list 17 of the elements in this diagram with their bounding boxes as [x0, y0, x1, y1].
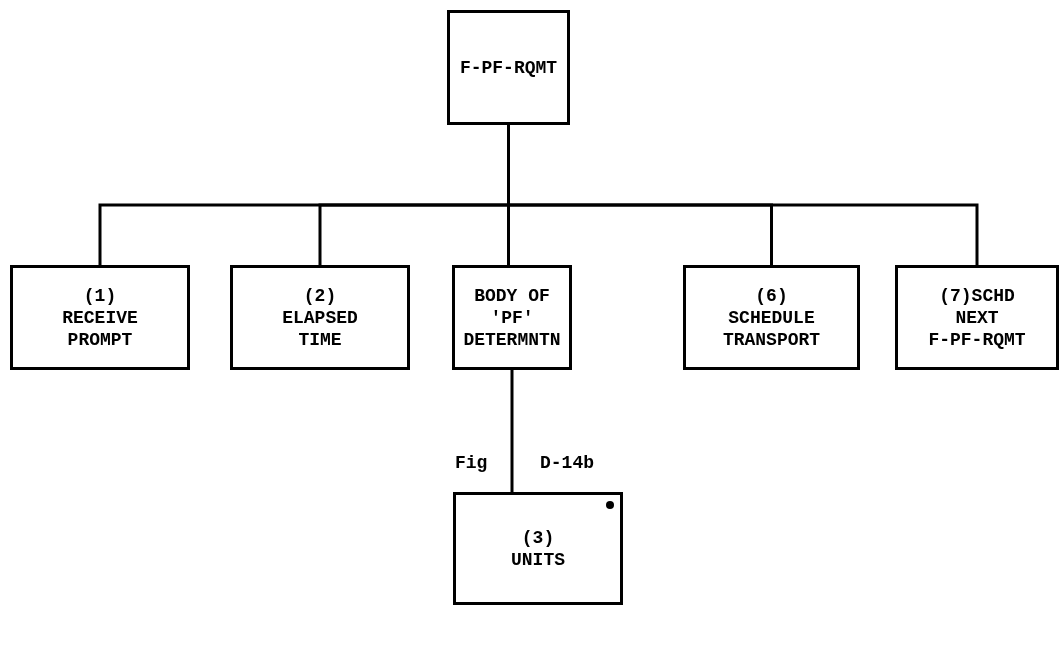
box-text: (1) RECEIVE PROMPT [61, 284, 139, 351]
process-box [895, 265, 1059, 370]
process-box [452, 265, 572, 370]
process-box [230, 265, 410, 370]
box-text: F-PF-RQMT [458, 56, 559, 79]
process-box [683, 265, 860, 370]
process-box [10, 265, 190, 370]
connector-line [510, 370, 514, 492]
box-text: (6) SCHEDULE TRANSPORT [721, 284, 822, 351]
box-text: (3) UNITS [510, 526, 566, 571]
process-box [447, 10, 570, 125]
box-text: (2) ELAPSED TIME [281, 284, 359, 351]
figure-label: Fig [455, 452, 488, 474]
box-text: BODY OF 'PF' DETERMNTN [462, 284, 562, 351]
process-box [453, 492, 623, 605]
box-text: (7)SCHD NEXT F-PF-RQMT [927, 284, 1027, 351]
figure-label: D-14b [540, 452, 594, 474]
